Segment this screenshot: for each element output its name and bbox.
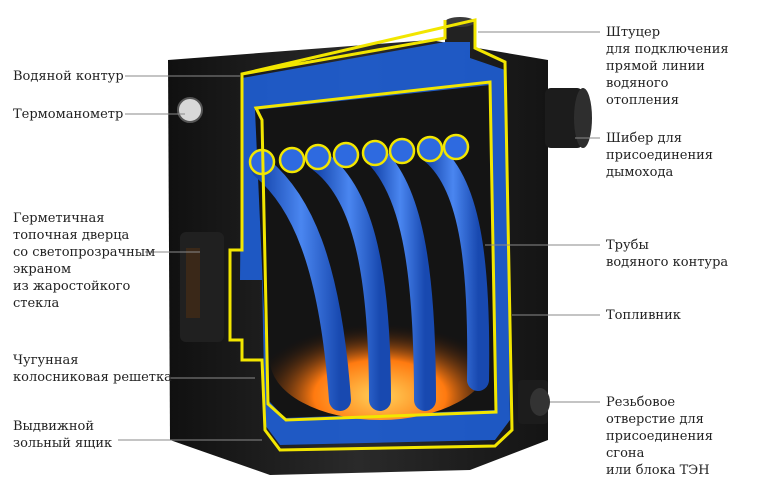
label-ash-drawer: Выдвижной зольный ящик	[13, 419, 113, 451]
label-firebox-door: Герметичная топочная дверца со светопроз…	[13, 211, 156, 311]
thermomanometer-dial	[177, 97, 203, 123]
label-fitting: Штуцер для подключения прямой линии водя…	[606, 25, 729, 108]
label-damper: Шибер для присоединения дымохода	[606, 131, 714, 180]
label-thermomanometer: Термоманометр	[13, 107, 124, 122]
pipe-ends	[248, 133, 470, 176]
flue-pipe	[545, 88, 583, 148]
label-grate: Чугунная колосниковая решетка	[13, 353, 172, 385]
label-water-circuit: Водяной контур	[13, 69, 124, 84]
label-pipes: Трубы водяного контура	[606, 238, 729, 270]
leader-lines	[118, 31, 600, 441]
label-threaded-hole: Резьбовое отверстие для присоединения сг…	[606, 395, 714, 478]
water-pipes	[251, 139, 490, 411]
section-outline	[228, 18, 514, 452]
label-firebox: Топливник	[606, 308, 681, 323]
